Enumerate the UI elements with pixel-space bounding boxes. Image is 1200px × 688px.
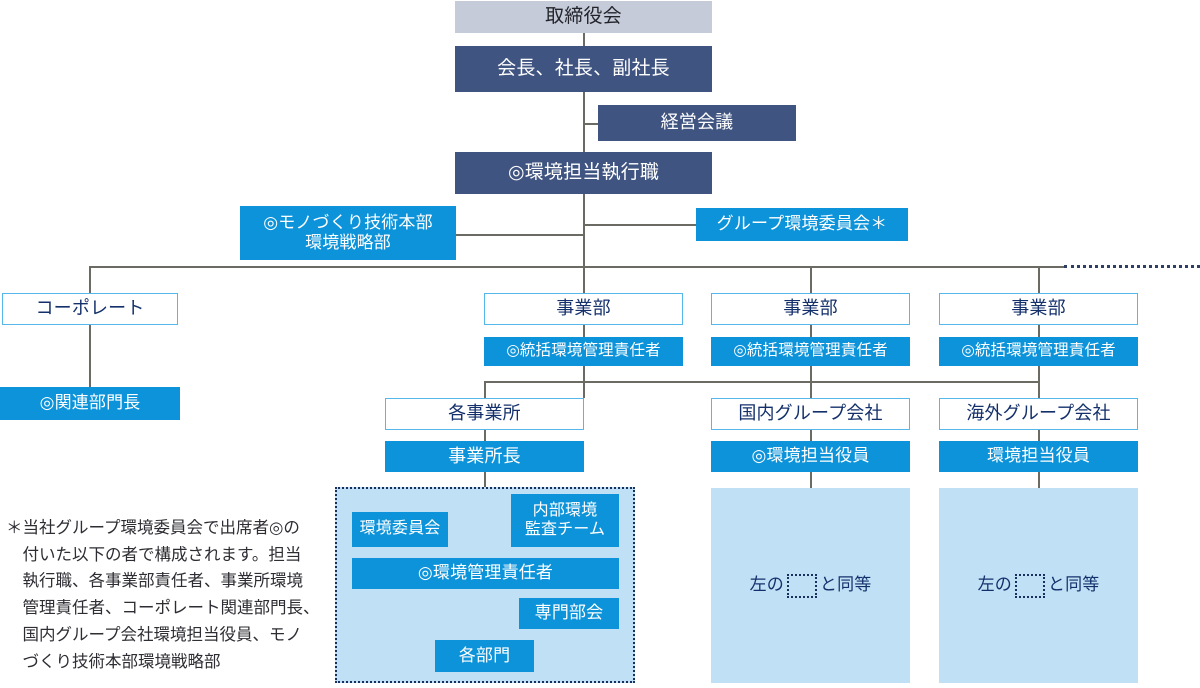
connector-office-to-office-head bbox=[484, 425, 486, 441]
node-specialist-subcommittee[interactable]: 専門部会 bbox=[519, 598, 619, 629]
node-overseas-env-officer[interactable]: 環境担当役員 bbox=[939, 441, 1138, 472]
node-domestic-group-company[interactable]: 国内グループ会社 bbox=[711, 398, 910, 430]
connector-president-to-env-exec bbox=[583, 92, 585, 152]
node-group-env-committee[interactable]: グループ環境委員会＊ bbox=[696, 208, 908, 241]
node-domestic-same-as-left: 左の と同等 bbox=[711, 488, 910, 683]
connector-bus-to-corporate bbox=[89, 266, 91, 293]
node-env-committee[interactable]: 環境委員会 bbox=[352, 512, 448, 547]
connector-to-group-env-committee bbox=[583, 224, 696, 226]
connector-domestic-company-to-officer bbox=[810, 425, 812, 441]
node-related-dept-head[interactable]: ◎関連部門長 bbox=[0, 387, 180, 420]
node-each-office[interactable]: 各事業所 bbox=[385, 398, 584, 430]
footnote-line: 執行職、各事業部責任者、事業所環境 bbox=[22, 572, 304, 591]
node-overseas-same-as-left: 左の と同等 bbox=[939, 488, 1138, 683]
node-internal-env-audit-team[interactable]: 内部環境 監査チーム bbox=[511, 494, 619, 547]
dotted-placeholder-icon bbox=[1014, 573, 1045, 598]
node-each-department[interactable]: 各部門 bbox=[435, 640, 534, 672]
connector-division-2-to-manager bbox=[810, 325, 812, 337]
footnote-line: 管理責任者、コーポレート関連部門長、 bbox=[22, 599, 320, 618]
node-env-executive[interactable]: ◎環境担当執行職 bbox=[455, 152, 712, 194]
footnote-line: 国内グループ会社環境担当役員、モノ bbox=[22, 625, 303, 644]
connector-division-3-to-manager bbox=[1038, 325, 1040, 337]
node-overseas-group-company[interactable]: 海外グループ会社 bbox=[939, 398, 1138, 430]
connector-corporate-to-dept-head bbox=[89, 325, 91, 387]
footnote: ＊当社グループ環境委員会で出席者◎の 付いた以下の者で構成されます。担当 執行職… bbox=[6, 515, 326, 675]
connector-bus-to-overseas-company bbox=[1038, 366, 1040, 398]
node-office-head[interactable]: 事業所長 bbox=[385, 441, 584, 472]
same-as-left-suffix-domestic: と同等 bbox=[819, 575, 872, 595]
connector-bus-to-division-3 bbox=[1038, 266, 1040, 293]
same-as-left-prefix-domestic: 左の bbox=[749, 575, 784, 595]
connector-division-bus-dotted bbox=[1064, 265, 1200, 268]
node-general-env-manager-2[interactable]: ◎統括環境管理責任者 bbox=[711, 337, 910, 366]
connector-bus-to-domestic-company bbox=[810, 366, 812, 398]
connector-bus-to-division-1 bbox=[583, 266, 585, 293]
connector-division-bus bbox=[89, 266, 1064, 268]
node-env-manager[interactable]: ◎環境管理責任者 bbox=[352, 558, 619, 589]
node-division-1[interactable]: 事業部 bbox=[484, 293, 683, 325]
connector-bus-left-tick bbox=[484, 381, 486, 398]
connector-division-1-to-manager bbox=[583, 325, 585, 337]
connector-domestic-officer-to-box bbox=[810, 472, 812, 488]
node-corporate[interactable]: コーポレート bbox=[2, 293, 178, 325]
node-board-of-directors[interactable]: 取締役会 bbox=[455, 1, 712, 33]
node-division-3[interactable]: 事業部 bbox=[939, 293, 1138, 325]
node-monozukuri-env-strategy[interactable]: ◎モノづくり技術本部 環境戦略部 bbox=[240, 206, 456, 260]
footnote-line: づくり技術本部環境戦略部 bbox=[22, 652, 221, 671]
connector-board-to-president bbox=[583, 33, 585, 46]
footnote-line: 付いた以下の者で構成されます。担当 bbox=[22, 545, 302, 564]
connector-overseas-company-to-officer bbox=[1038, 425, 1040, 441]
connector-group-company-bus bbox=[484, 381, 1039, 383]
connector-bus-to-division-2 bbox=[810, 266, 812, 293]
node-division-2[interactable]: 事業部 bbox=[711, 293, 910, 325]
node-chairman-president[interactable]: 会長、社長、副社長 bbox=[455, 46, 712, 92]
node-general-env-manager-3[interactable]: ◎統括環境管理責任者 bbox=[939, 337, 1138, 366]
dotted-placeholder-icon bbox=[786, 573, 817, 598]
node-domestic-env-officer[interactable]: ◎環境担当役員 bbox=[711, 441, 910, 472]
connector-to-monozukuri bbox=[456, 234, 584, 236]
same-as-left-prefix-overseas: 左の bbox=[977, 575, 1012, 595]
node-general-env-manager-1[interactable]: ◎統括環境管理責任者 bbox=[484, 337, 683, 366]
node-management-meeting[interactable]: 経営会議 bbox=[598, 105, 796, 141]
connector-overseas-officer-to-box bbox=[1038, 472, 1040, 488]
connector-to-management-meeting bbox=[583, 123, 598, 125]
connector-env-exec-down bbox=[583, 194, 585, 292]
footnote-line: ＊当社グループ環境委員会で出席者◎の bbox=[6, 519, 300, 537]
same-as-left-suffix-overseas: と同等 bbox=[1047, 575, 1100, 595]
